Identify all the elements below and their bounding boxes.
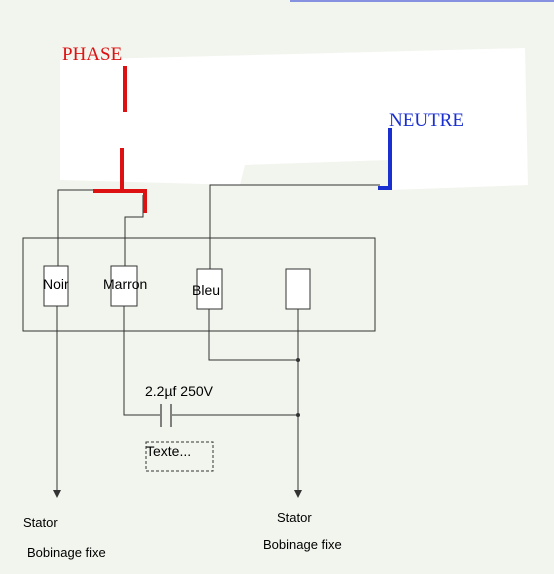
terminal-noir — [43, 265, 69, 307]
phase-label: PHASE — [62, 44, 123, 65]
bleu-label: Bleu — [192, 282, 221, 298]
arrow-down-icon — [53, 490, 61, 498]
junction-dot — [296, 358, 300, 362]
wire-marron-top — [124, 195, 144, 266]
neutre-wire — [378, 128, 392, 190]
text-placeholder: Texte... — [146, 443, 192, 459]
marron-label: Marron — [103, 276, 148, 292]
wire-bleu-top — [209, 184, 380, 269]
noir-label: Noir — [43, 276, 69, 292]
white-background-area — [60, 48, 528, 190]
capacitor-label: 2.2µf 250V — [145, 383, 214, 399]
bobinage-right-label: Bobinage fixe — [263, 537, 342, 552]
wire-marron-cap — [123, 306, 160, 416]
stator-left-label: Stator — [23, 515, 58, 530]
bobinage-left-label: Bobinage fixe — [27, 545, 106, 560]
text-placeholder-box — [145, 441, 214, 472]
stator-right-label: Stator — [277, 510, 312, 525]
wire-bleu-bottom — [208, 309, 298, 361]
junction-dot — [296, 413, 300, 417]
neutre-label: NEUTRE — [389, 110, 464, 131]
phase-wire-branch — [93, 189, 147, 213]
terminal-empty — [285, 268, 311, 310]
terminal-block — [22, 237, 376, 332]
arrow-down-icon — [294, 490, 302, 498]
wire-noir-top — [57, 189, 100, 266]
